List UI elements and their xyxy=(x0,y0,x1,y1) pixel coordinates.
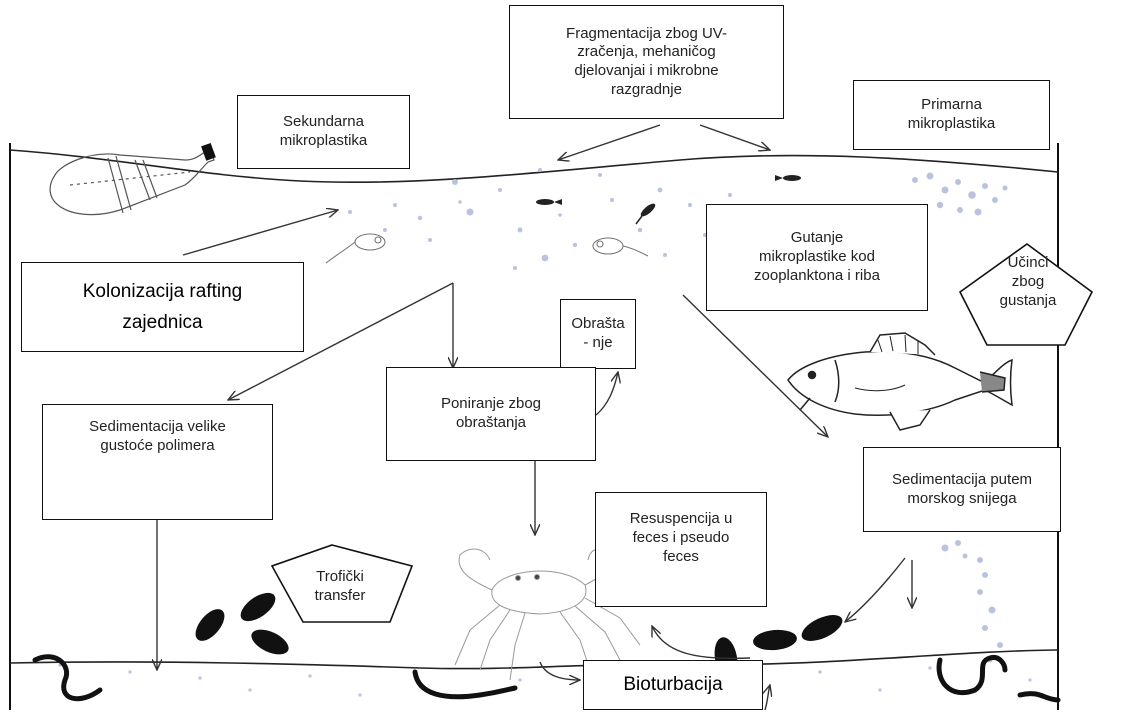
primary-microplastics-label: Primarna mikroplastika xyxy=(907,96,996,132)
colonization-label: Kolonizacija rafting zajednica xyxy=(82,280,243,333)
crab-icon xyxy=(454,547,641,681)
fouling-label: Obrašta - nje xyxy=(571,315,625,351)
fragmentation-box: Fragmentacija zbog UV- zračenja, mehanič… xyxy=(509,5,784,119)
arrow-fragmentation-right xyxy=(699,124,770,150)
resuspension-label: Resuspencija u feces i pseudo feces xyxy=(629,510,733,565)
sedimentation-snow-box: Sedimentacija putem morskog snijega xyxy=(863,447,1061,532)
arrow-fragmentation-left xyxy=(558,124,661,160)
water-surface-line xyxy=(9,149,1059,184)
arrow-colonization-right xyxy=(182,210,338,256)
arrow-bioturbation-in xyxy=(539,661,580,680)
sedimentation-polymer-label: Sedimentacija velike gustoće polimera xyxy=(89,418,226,454)
secondary-microplastics-label: Sekundarna mikroplastika xyxy=(279,113,368,149)
larvae-icon xyxy=(536,175,801,225)
sedimentation-snow-label: Sedimentacija putem morskog snijega xyxy=(891,470,1033,507)
worm-icon xyxy=(32,654,1061,703)
sedimentation-polymer-box: Sedimentacija velike gustoće polimera xyxy=(42,404,273,520)
ingestion-label: Gutanje mikroplastike kod zooplanktona i… xyxy=(754,229,880,284)
secondary-microplastics-box: Sekundarna mikroplastika xyxy=(237,95,410,169)
fragmentation-label: Fragmentacija zbog UV- zračenja, mehanič… xyxy=(566,24,727,98)
arrows xyxy=(157,124,912,711)
trophic-pentagon xyxy=(270,544,414,623)
colonization-box: Kolonizacija rafting zajednica xyxy=(21,262,304,352)
zooplankton-icon xyxy=(325,233,649,264)
fish-icon xyxy=(787,332,1013,431)
arrow-snow-curve xyxy=(845,557,906,622)
arrow-bioturbation-out xyxy=(765,685,770,711)
sediment-line xyxy=(9,649,1059,670)
trophic-label: Trofički transfer xyxy=(314,568,366,604)
bioturbation-box: Bioturbacija xyxy=(583,660,763,710)
microplastic-particles-icon xyxy=(58,168,1032,697)
ingestion-box: Gutanje mikroplastike kod zooplanktona i… xyxy=(706,204,928,311)
sinking-box: Poniranje zbog obraštanja xyxy=(386,367,596,461)
arrow-ingestion-down xyxy=(682,294,828,437)
fouling-box: Obrašta - nje xyxy=(560,299,636,369)
arrow-to-fouling xyxy=(595,372,618,416)
arrow-colonization-left xyxy=(228,282,454,400)
density-pentagon xyxy=(958,243,1094,346)
resuspension-box: Resuspencija u feces i pseudo feces xyxy=(595,492,767,607)
density-label: Učinci zbog gustanja xyxy=(999,254,1057,309)
sinking-label: Poniranje zbog obraštanja xyxy=(440,395,542,431)
bioturbation-label: Bioturbacija xyxy=(623,674,723,696)
primary-microplastics-box: Primarna mikroplastika xyxy=(853,80,1050,150)
plastic-bottle-icon xyxy=(49,142,216,216)
arrow-resuspension xyxy=(652,626,751,660)
tank-walls xyxy=(9,143,1059,710)
